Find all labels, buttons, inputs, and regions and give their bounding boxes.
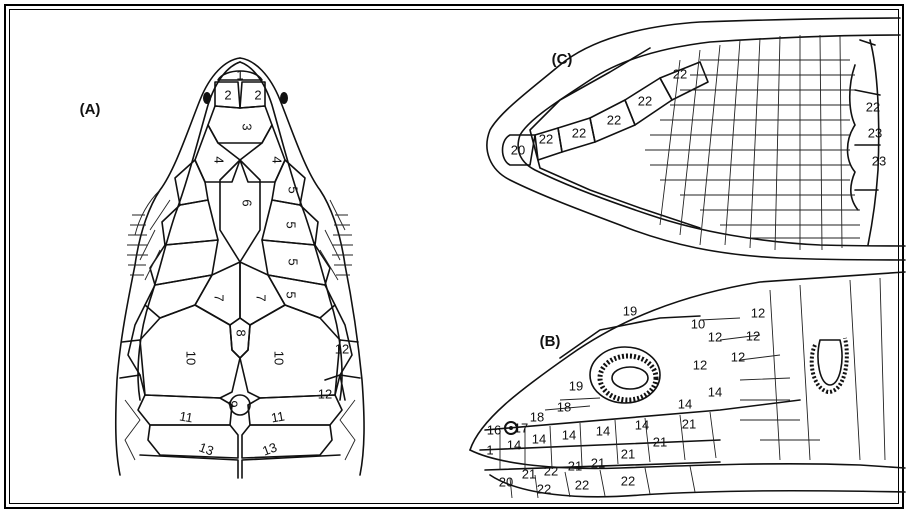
scale-label-a-15: 10: [272, 351, 287, 365]
scale-label-b-20: 1: [486, 442, 493, 457]
scale-label-b-11: 14: [678, 396, 692, 411]
scale-label-b-15: 14: [562, 427, 576, 442]
scale-label-b-28: 22: [537, 481, 551, 496]
scale-label-a-21: 13: [197, 439, 216, 458]
scale-label-b-4: 12: [746, 328, 760, 343]
scale-label-b-9: 12: [693, 357, 707, 372]
scale-label-a-19: 12: [335, 341, 349, 356]
scale-label-b-21: 14: [507, 437, 521, 452]
scale-label-b-2: 12: [751, 305, 765, 320]
scale-label-a-0: 1: [236, 67, 243, 82]
scale-label-b-3: 12: [708, 329, 722, 344]
scale-label-c-7: 23: [868, 125, 882, 140]
scale-label-a-3: 3: [240, 123, 255, 130]
panel-c-scale-labels: 22 22 22 22 20 22 22 23 23: [511, 66, 886, 168]
scale-label-a-18: 11: [270, 408, 286, 425]
scale-label-b-26: 21: [522, 466, 536, 481]
scale-label-b-0: 19: [623, 303, 637, 318]
scale-label-b-18: 21: [682, 416, 696, 431]
scale-label-b-14: 14: [532, 431, 546, 446]
scale-label-b-7: 18: [557, 399, 571, 414]
scale-label-a-17: 11: [178, 408, 194, 425]
scale-label-a-20: 12: [318, 386, 332, 401]
panel-b-label: (B): [540, 333, 561, 350]
scale-label-c-8: 23: [872, 153, 886, 168]
scale-label-a-16: 9: [226, 400, 241, 407]
scale-label-b-1: 10: [691, 316, 705, 331]
scale-label-a-13: 8: [234, 329, 249, 336]
scale-label-a-9: 5: [284, 291, 299, 298]
scale-label-c-6: 22: [866, 99, 880, 114]
scale-label-c-3: 22: [572, 125, 586, 140]
scale-label-c-4: 20: [511, 142, 525, 157]
scale-label-a-12: 7: [254, 294, 269, 301]
scale-label-a-10: 6: [240, 199, 255, 206]
scale-label-b-16: 14: [596, 423, 610, 438]
scale-label-a-8: 5: [286, 258, 301, 265]
scale-label-a-2: 2: [254, 87, 261, 102]
scale-label-b-19: 21: [653, 434, 667, 449]
scale-label-a-5: 4: [270, 156, 285, 163]
scale-label-b-13: 17: [514, 420, 528, 435]
scale-label-a-14: 10: [184, 351, 199, 365]
dorsal-head-drawing: [116, 58, 364, 478]
scale-label-b-6: 19: [569, 378, 583, 393]
scale-label-b-30: 22: [621, 473, 635, 488]
scale-label-b-25: 20: [499, 474, 513, 489]
scale-label-a-6: 5: [286, 186, 301, 193]
panel-c-label: (C): [552, 51, 573, 68]
scale-label-b-8: 18: [530, 409, 544, 424]
scale-label-a-22: 13: [260, 439, 279, 458]
scale-label-a-11: 7: [212, 294, 227, 301]
scale-label-a-1: 2: [224, 87, 231, 102]
scale-label-b-17: 14: [635, 417, 649, 432]
scale-label-a-7: 5: [284, 221, 299, 228]
scale-label-b-10: 14: [708, 384, 722, 399]
scale-label-b-27: 22: [544, 463, 558, 478]
scale-label-b-23: 21: [591, 455, 605, 470]
panel-a-label: (A): [80, 101, 101, 118]
scale-label-c-5: 22: [539, 131, 553, 146]
scale-label-b-5: 12: [731, 349, 745, 364]
scale-label-b-12: 16: [487, 422, 501, 437]
scale-label-c-1: 22: [638, 93, 652, 108]
scale-label-b-29: 22: [575, 477, 589, 492]
scale-label-a-4: 4: [212, 156, 227, 163]
scale-label-c-2: 22: [607, 112, 621, 127]
scale-label-b-22: 21: [621, 446, 635, 461]
scale-label-b-24: 21: [568, 458, 582, 473]
scale-label-c-0: 22: [673, 66, 687, 81]
lateral-head-drawing: [470, 272, 905, 498]
